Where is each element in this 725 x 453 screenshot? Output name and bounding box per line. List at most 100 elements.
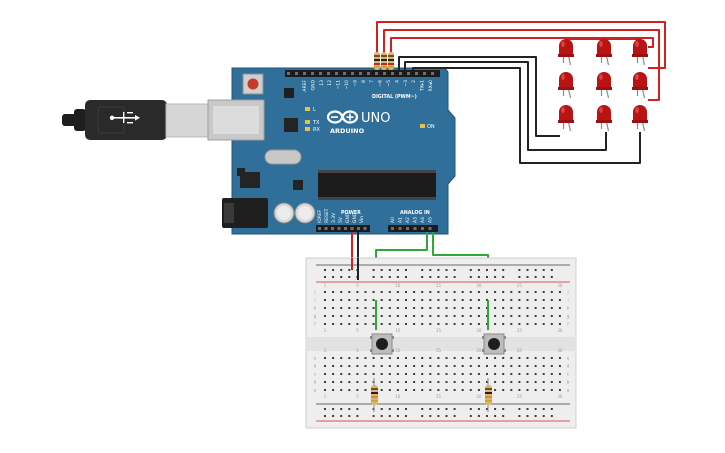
arduino-logo-icon bbox=[326, 110, 359, 124]
digital-header[interactable] bbox=[285, 70, 440, 77]
row-letter: j bbox=[566, 290, 568, 295]
row-letter: c bbox=[314, 372, 316, 377]
column-number: 20 bbox=[476, 394, 482, 399]
digital-pwm-label: DIGITAL (PWM~) bbox=[372, 94, 417, 100]
led-icon[interactable] bbox=[596, 105, 612, 132]
column-number: 25 bbox=[517, 283, 523, 288]
row-letter: i bbox=[567, 298, 568, 303]
row-letter: j bbox=[313, 290, 315, 295]
pin-label: GND bbox=[345, 212, 351, 223]
pin-label: 2 bbox=[411, 80, 417, 83]
pin-label: ~5 bbox=[386, 80, 392, 87]
column-number: 20 bbox=[476, 328, 482, 333]
wire-black[interactable] bbox=[412, 67, 641, 164]
resistor-icon[interactable] bbox=[381, 52, 387, 70]
pin-label: ~11 bbox=[336, 80, 342, 90]
wire-red[interactable] bbox=[390, 37, 654, 52]
column-number: 30 bbox=[557, 348, 563, 353]
resistor-bank bbox=[374, 52, 394, 70]
row-letter: a bbox=[314, 388, 317, 393]
row-letter: c bbox=[567, 372, 569, 377]
pin-label: A2 bbox=[405, 217, 411, 223]
pin-label: A4 bbox=[420, 217, 426, 223]
atmega-chip bbox=[318, 170, 436, 200]
led-icon[interactable] bbox=[632, 105, 648, 132]
row-letter: e bbox=[567, 356, 570, 361]
row-letter: h bbox=[314, 306, 317, 311]
column-number: 30 bbox=[557, 394, 563, 399]
column-number: 15 bbox=[436, 394, 442, 399]
resistor-icon[interactable] bbox=[485, 378, 492, 412]
row-letter: g bbox=[314, 314, 317, 319]
reset-button-cap[interactable] bbox=[247, 78, 259, 90]
pin-label: A1 bbox=[398, 217, 404, 223]
crystal bbox=[264, 149, 302, 165]
pin-label: 12 bbox=[327, 80, 333, 86]
led-icon[interactable] bbox=[558, 105, 574, 132]
column-number: 1 bbox=[324, 328, 327, 333]
l-led-label: L bbox=[313, 107, 316, 113]
push-button-icon[interactable] bbox=[482, 333, 506, 355]
row-letter: f bbox=[567, 322, 569, 327]
column-number: 10 bbox=[395, 328, 401, 333]
column-number: 5 bbox=[356, 348, 359, 353]
pin-label: A0 bbox=[390, 217, 396, 223]
pin-label: ~9 bbox=[352, 80, 358, 87]
resistor-icon[interactable] bbox=[371, 378, 378, 412]
pin-label: Vin bbox=[359, 216, 365, 223]
analog-header[interactable] bbox=[388, 225, 438, 232]
row-letter: a bbox=[567, 388, 570, 393]
column-number: 25 bbox=[517, 348, 523, 353]
on-label: ON bbox=[427, 124, 435, 130]
wire-red[interactable] bbox=[383, 29, 660, 101]
analog-in-label: ANALOG IN bbox=[400, 210, 430, 216]
pin-label: GND bbox=[310, 79, 316, 90]
resistor-icon[interactable] bbox=[388, 52, 394, 70]
pin-label: A5 bbox=[428, 217, 434, 223]
usb-cable-icon[interactable] bbox=[62, 100, 214, 140]
pin-label: 4 bbox=[394, 80, 400, 83]
column-number: 1 bbox=[324, 348, 327, 353]
column-number: 10 bbox=[395, 283, 401, 288]
pin-label: AREF bbox=[302, 80, 308, 92]
pin-label: IOREF bbox=[317, 209, 323, 223]
tx-label: TX bbox=[312, 120, 320, 126]
pin-label: RX◂0 bbox=[428, 80, 434, 91]
rx-label: RX bbox=[313, 127, 320, 133]
pin-label: TX▸1 bbox=[420, 80, 426, 92]
led-icon[interactable] bbox=[632, 72, 648, 99]
row-letter: e bbox=[314, 356, 317, 361]
uno-model-label: UNO bbox=[361, 111, 390, 126]
power-header[interactable] bbox=[316, 225, 370, 232]
push-button-icon[interactable] bbox=[370, 333, 394, 355]
led-icon[interactable] bbox=[558, 39, 574, 66]
led-matrix bbox=[558, 39, 648, 132]
pin-label: 8 bbox=[361, 80, 367, 83]
led-icon[interactable] bbox=[596, 72, 612, 99]
pin-label: ~3 bbox=[403, 80, 409, 87]
column-number: 30 bbox=[557, 328, 563, 333]
row-letter: f bbox=[314, 322, 316, 327]
led-icon[interactable] bbox=[596, 39, 612, 66]
column-number: 1 bbox=[324, 394, 327, 399]
row-letter: g bbox=[567, 314, 570, 319]
column-number: 15 bbox=[436, 348, 442, 353]
arduino-uno-board[interactable]: L TX RX ON ARDUINO UNO DIGITAL (PWM~) AN… bbox=[207, 67, 456, 235]
column-number: 5 bbox=[356, 394, 359, 399]
pin-label: RESET bbox=[324, 208, 330, 223]
row-letter: h bbox=[567, 306, 570, 311]
wire-black[interactable] bbox=[398, 56, 560, 137]
column-number: 1 bbox=[324, 283, 327, 288]
row-letter: i bbox=[314, 298, 315, 303]
led-icon[interactable] bbox=[558, 72, 574, 99]
pin-label: 13 bbox=[319, 80, 325, 86]
pin-label: ~6 bbox=[378, 80, 384, 87]
pin-label: ~10 bbox=[344, 80, 350, 90]
led-icon[interactable] bbox=[632, 39, 648, 66]
resistor-icon[interactable] bbox=[374, 52, 380, 70]
wire-black[interactable] bbox=[404, 61, 607, 151]
column-number: 10 bbox=[395, 348, 401, 353]
